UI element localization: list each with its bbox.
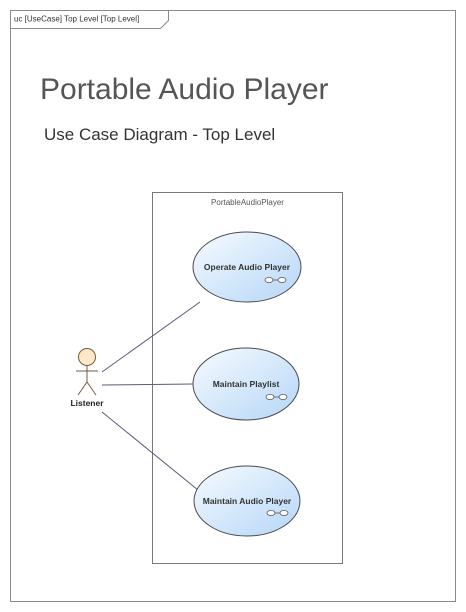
use-case-label: Maintain Audio Player [203, 496, 292, 506]
frame-tab [10, 10, 169, 29]
diagram-title: Portable Audio Player [40, 73, 329, 106]
use-case-label: Maintain Playlist [213, 379, 280, 389]
composite-icon [264, 276, 287, 283]
association-listener-operate [101, 301, 201, 373]
actor-stick-figure-icon [76, 348, 98, 396]
diagram-subtitle: Use Case Diagram - Top Level [44, 125, 275, 144]
composite-icon [265, 393, 288, 400]
use-case-operate-audio-player[interactable]: Operate Audio Player [192, 231, 302, 303]
system-boundary-label: PortableAudioPlayer [211, 198, 284, 207]
use-case-label: Operate Audio Player [204, 262, 291, 272]
frame-tab-label: uc [UseCase] Top Level [Top Level] [14, 15, 139, 24]
actor-label: Listener [70, 398, 104, 408]
association-listener-playlist [101, 383, 195, 386]
use-case-maintain-playlist[interactable]: Maintain Playlist [192, 347, 300, 421]
actor-listener[interactable]: Listener [70, 348, 104, 409]
association-listener-maintain [101, 411, 199, 491]
composite-icon [266, 509, 289, 516]
use-case-maintain-audio-player[interactable]: Maintain Audio Player [193, 465, 301, 537]
